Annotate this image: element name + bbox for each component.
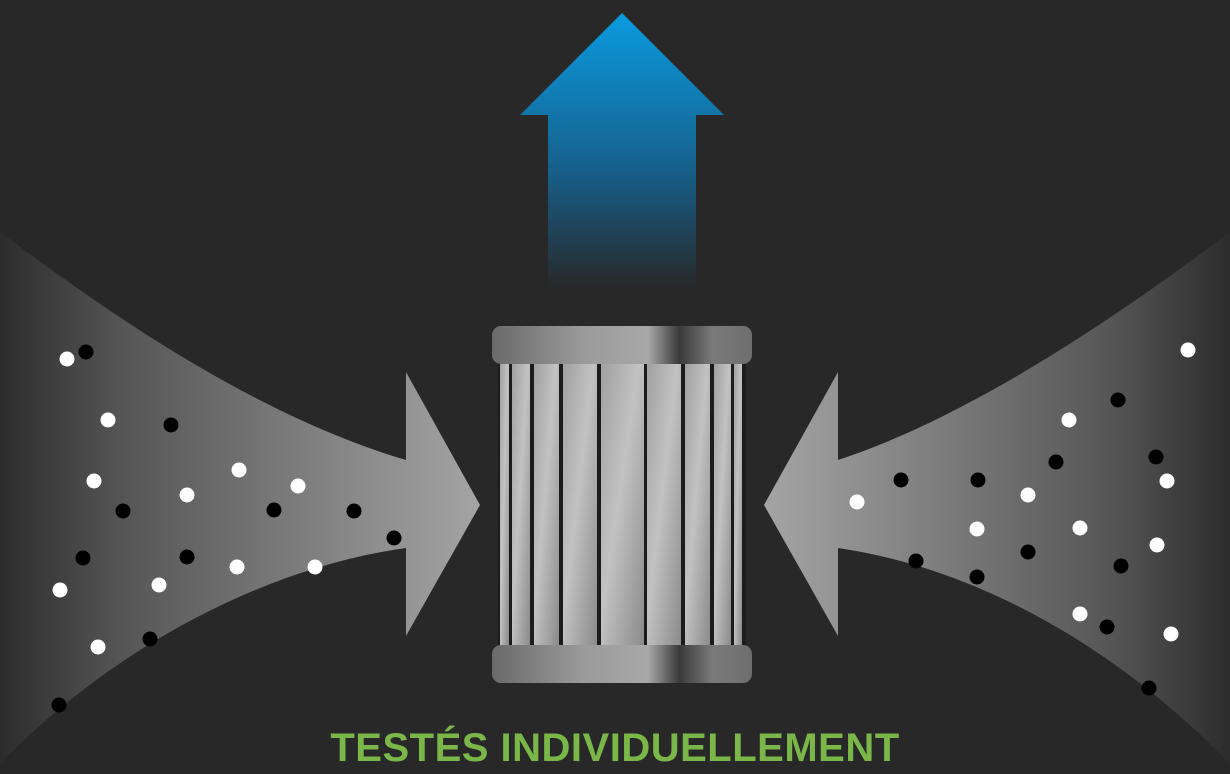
clean-particle-icon xyxy=(1149,537,1165,553)
dirt-particle-icon xyxy=(1048,454,1064,470)
dirt-particle-icon xyxy=(908,553,924,569)
clean-particle-icon xyxy=(86,473,102,489)
dirt-particle-icon xyxy=(75,550,91,566)
clean-particle-icon xyxy=(290,478,306,494)
clean-particle-icon xyxy=(179,487,195,503)
clean-particle-icon xyxy=(1180,342,1196,358)
clean-particle-icon xyxy=(90,639,106,655)
right-intake-arrow-icon xyxy=(764,232,1230,764)
air-particles xyxy=(51,342,1196,713)
clean-particle-icon xyxy=(1020,487,1036,503)
clean-particle-icon xyxy=(151,577,167,593)
dirt-particle-icon xyxy=(1113,558,1129,574)
dirt-particle-icon xyxy=(1020,544,1036,560)
dirt-particle-icon xyxy=(51,697,67,713)
clean-particle-icon xyxy=(1072,606,1088,622)
filter-pleat xyxy=(647,362,681,648)
filter-pleat xyxy=(534,362,559,648)
clean-particle-icon xyxy=(59,351,75,367)
dirt-particle-icon xyxy=(1110,392,1126,408)
clean-particle-icon xyxy=(1072,520,1088,536)
dirt-particle-icon xyxy=(78,344,94,360)
filter-pleat xyxy=(563,362,597,648)
filter-pleat xyxy=(714,362,731,648)
filter-pleat xyxy=(500,362,509,648)
caption-text: TESTÉS INDIVIDUELLEMENT xyxy=(330,726,900,770)
dirt-particle-icon xyxy=(969,569,985,585)
filter-pleat xyxy=(734,362,742,648)
dirt-particle-icon xyxy=(346,503,362,519)
filter-pleat xyxy=(512,362,530,648)
clean-particle-icon xyxy=(1163,626,1179,642)
dirt-particle-icon xyxy=(970,472,986,488)
air-filter-cartridge-icon xyxy=(492,326,752,683)
clean-particle-icon xyxy=(231,462,247,478)
dirt-particle-icon xyxy=(386,530,402,546)
clean-particle-icon xyxy=(100,412,116,428)
dirt-particle-icon xyxy=(1141,680,1157,696)
dirt-particle-icon xyxy=(1148,449,1164,465)
dirt-particle-icon xyxy=(115,503,131,519)
clean-particle-icon xyxy=(1061,412,1077,428)
dirt-particle-icon xyxy=(266,502,282,518)
dirt-particle-icon xyxy=(1099,619,1115,635)
left-intake-arrow-icon xyxy=(0,232,480,764)
filter-pleat xyxy=(685,362,710,648)
clean-particle-icon xyxy=(307,559,323,575)
filter-pleat xyxy=(601,362,644,648)
clean-particle-icon xyxy=(1159,473,1175,489)
dirt-particle-icon xyxy=(893,472,909,488)
dirt-particle-icon xyxy=(163,417,179,433)
dirt-particle-icon xyxy=(179,549,195,565)
clean-air-arrow-icon xyxy=(520,13,724,290)
clean-particle-icon xyxy=(229,559,245,575)
clean-particle-icon xyxy=(849,494,865,510)
clean-particle-icon xyxy=(52,582,68,598)
dirt-particle-icon xyxy=(142,631,158,647)
filter-pleats xyxy=(500,362,742,648)
clean-particle-icon xyxy=(969,521,985,537)
